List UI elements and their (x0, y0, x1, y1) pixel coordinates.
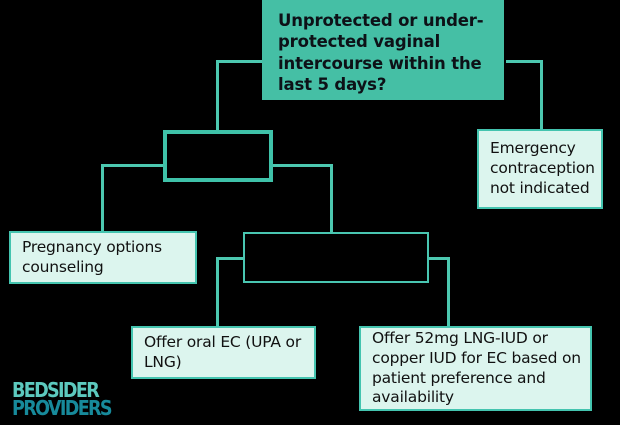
node-root-question[interactable]: Unprotected or under-protected vaginal i… (262, 0, 504, 100)
connector-decision3-left-horizontal (216, 257, 248, 260)
node-offer-oral-ec[interactable]: Offer oral EC (UPA or LNG) (131, 326, 316, 379)
node-offer-iud-ec[interactable]: Offer 52mg LNG-IUD or copper IUD for EC … (359, 326, 592, 411)
bedsider-providers-logo[interactable]: BEDSIDER PROVIDERS (12, 378, 124, 421)
connector-decision2-right-horizontal (273, 164, 333, 167)
connector-root-right-horizontal (506, 60, 543, 63)
node-pregnancy-options-label: Pregnancy options counseling (22, 237, 162, 276)
node-decision-three-redacted[interactable] (243, 232, 429, 283)
logo-line-providers: PROVIDERS (12, 396, 113, 421)
node-root-question-label: Unprotected or under-protected vaginal i… (278, 11, 484, 95)
node-offer-oral-ec-label: Offer oral EC (UPA or LNG) (144, 332, 302, 371)
logo-line-bedsider: BEDSIDER (12, 378, 100, 402)
connector-decision3-right-vertical (447, 257, 450, 327)
connector-decision2-right-vertical (330, 164, 333, 234)
connector-decision3-right-horizontal (424, 257, 450, 260)
node-decision-two-redacted[interactable] (163, 130, 273, 182)
node-not-indicated-label: Emergency contraception not indicated (490, 139, 595, 197)
connector-decision2-left-horizontal (101, 164, 165, 167)
node-offer-iud-ec-label: Offer 52mg LNG-IUD or copper IUD for EC … (372, 328, 581, 407)
connector-root-left-horizontal (216, 60, 264, 63)
connector-decision3-left-vertical (216, 257, 219, 328)
connector-root-left-vertical (216, 60, 219, 132)
connector-root-right-vertical (540, 60, 543, 130)
node-pregnancy-options-counseling[interactable]: Pregnancy options counseling (9, 231, 197, 284)
connector-decision2-left-vertical (101, 164, 104, 233)
node-emergency-contraception-not-indicated[interactable]: Emergency contraception not indicated (477, 129, 603, 209)
